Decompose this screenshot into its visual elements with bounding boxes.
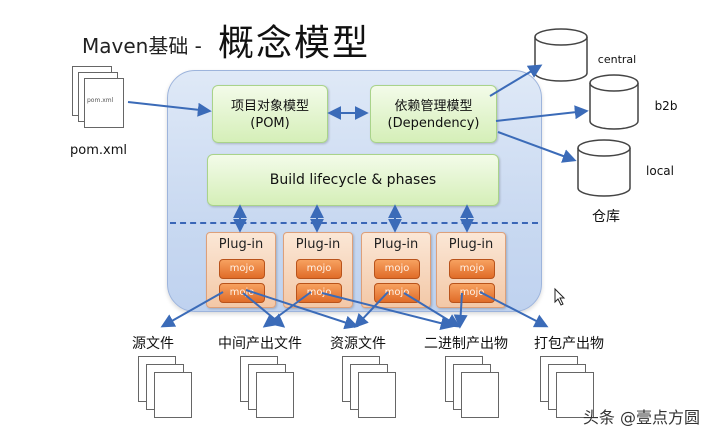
mojo-badge: mojo bbox=[449, 283, 495, 303]
repository-b2b-icon: b2b bbox=[588, 73, 677, 131]
repository-central-icon: central bbox=[533, 27, 636, 83]
project-model-title: 项目对象模型 bbox=[230, 99, 309, 114]
repository-label: b2b bbox=[654, 99, 678, 113]
watermark: 头条 @壹点方圆 bbox=[582, 408, 700, 427]
mojo-badge: mojo bbox=[449, 259, 495, 279]
file-stack-icon bbox=[240, 356, 300, 422]
mojo-badge: mojo bbox=[296, 259, 342, 279]
project-object-model-box: 项目对象模型 (POM) bbox=[212, 85, 328, 143]
output-label-binary: 二进制产出物 bbox=[424, 336, 508, 352]
mojo-badge: mojo bbox=[296, 283, 342, 303]
pom-file-label: pom.xml bbox=[70, 143, 127, 158]
pom-file-stack-icon: pom.xml bbox=[68, 62, 128, 134]
output-label-package: 打包产出物 bbox=[534, 336, 604, 352]
dependency-model-title: 依赖管理模型 bbox=[394, 99, 473, 114]
output-label-resource: 资源文件 bbox=[330, 336, 386, 352]
file-stack-icon bbox=[445, 356, 505, 422]
mojo-badge: mojo bbox=[219, 259, 265, 279]
file-stack-icon bbox=[138, 356, 198, 422]
dashed-divider bbox=[170, 222, 538, 224]
repository-group-label: 仓库 bbox=[592, 209, 620, 225]
output-label-source: 源文件 bbox=[132, 336, 174, 352]
build-lifecycle-box: Build lifecycle & phases bbox=[207, 154, 499, 206]
plugin-title: Plug-in bbox=[295, 237, 341, 252]
plugin-box-2: Plug-in mojo mojo bbox=[283, 232, 353, 308]
plugin-title: Plug-in bbox=[373, 237, 419, 252]
dependency-model-box: 依赖管理模型 (Dependency) bbox=[370, 85, 497, 143]
mojo-badge: mojo bbox=[374, 259, 420, 279]
plugin-box-3: Plug-in mojo mojo bbox=[361, 232, 431, 308]
repository-label: central bbox=[597, 53, 637, 66]
title-prefix: Maven基础 - bbox=[82, 34, 202, 58]
file-stack-icon bbox=[540, 356, 600, 422]
repository-label: local bbox=[646, 164, 674, 178]
dependency-model-subtitle: (Dependency) bbox=[387, 116, 480, 131]
output-label-intermediate: 中间产出文件 bbox=[218, 336, 302, 352]
plugin-title: Plug-in bbox=[218, 237, 264, 252]
plugin-title: Plug-in bbox=[448, 237, 494, 252]
mojo-badge: mojo bbox=[374, 283, 420, 303]
project-model-subtitle: (POM) bbox=[250, 116, 290, 131]
plugin-box-4: Plug-in mojo mojo bbox=[436, 232, 506, 308]
mouse-cursor-icon bbox=[554, 287, 566, 306]
page-title: 概念模型 bbox=[218, 23, 371, 64]
pom-file-icon-text: pom.xml bbox=[87, 97, 114, 104]
file-stack-icon bbox=[342, 356, 402, 422]
repository-local-icon: local bbox=[576, 138, 674, 198]
